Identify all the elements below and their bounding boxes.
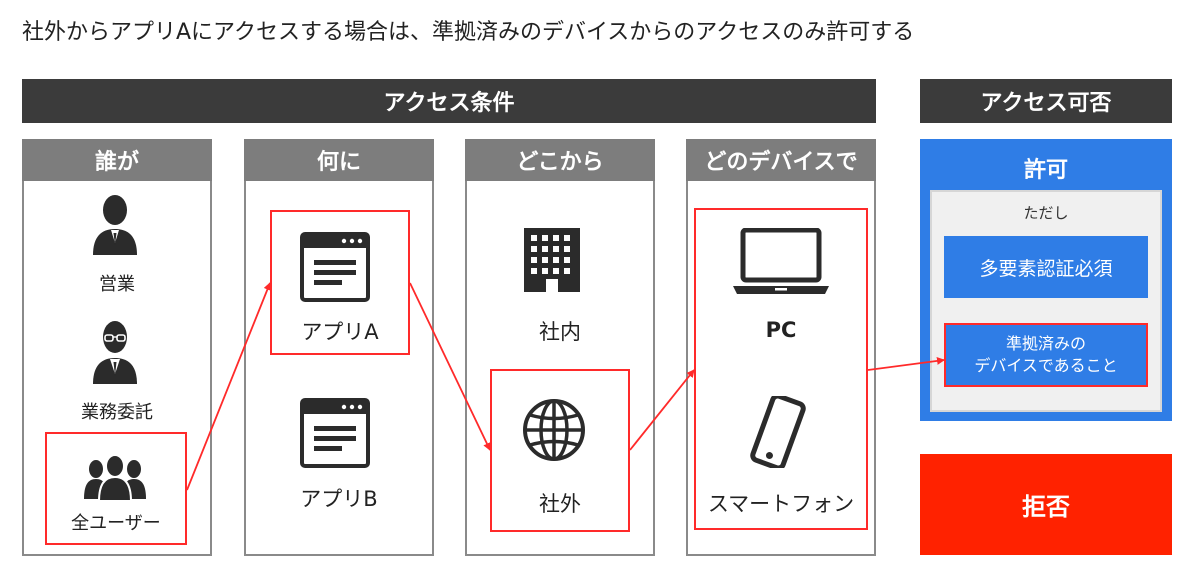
device-header: どのデバイスで bbox=[686, 139, 876, 181]
smartphone-icon bbox=[750, 396, 806, 468]
globe-icon bbox=[523, 399, 585, 461]
where-highlight-box bbox=[490, 369, 630, 532]
where-column bbox=[465, 139, 655, 556]
who-item-contractor: 業務委託 bbox=[81, 402, 153, 423]
group-icon bbox=[84, 455, 146, 501]
compliant-device-box: 準拠済みの デバイスであること bbox=[944, 323, 1148, 387]
what-header: 何に bbox=[244, 139, 434, 181]
who-item-sales: 営業 bbox=[99, 274, 135, 295]
where-item-inside: 社内 bbox=[539, 320, 581, 344]
allow-note: ただし bbox=[1023, 204, 1069, 222]
mfa-required-box: 多要素認証必須 bbox=[944, 236, 1148, 298]
result-header: アクセス可否 bbox=[920, 79, 1172, 123]
who-highlight-box bbox=[45, 432, 187, 545]
diagram-title: 社外からアプリAにアクセスする場合は、準拠済みのデバイスからのアクセスのみ許可す… bbox=[22, 20, 915, 45]
who-header: 誰が bbox=[22, 139, 212, 181]
app-window-icon bbox=[300, 398, 370, 468]
building-icon bbox=[524, 228, 580, 292]
deny-panel: 拒否 bbox=[920, 454, 1172, 555]
where-header: どこから bbox=[465, 139, 655, 181]
person-icon bbox=[93, 195, 137, 255]
laptop-icon bbox=[733, 228, 829, 294]
who-item-all-users: 全ユーザー bbox=[71, 513, 161, 534]
conditions-header: アクセス条件 bbox=[22, 79, 876, 123]
device-highlight-box bbox=[694, 208, 868, 530]
what-column bbox=[244, 139, 434, 556]
device-item-smartphone: スマートフォン bbox=[707, 492, 855, 516]
compliant-device-line1: 準拠済みの bbox=[1005, 334, 1086, 353]
app-window-icon bbox=[300, 232, 370, 302]
compliant-device-line2: デバイスであること bbox=[974, 356, 1118, 375]
allow-title: 許可 bbox=[1023, 158, 1068, 183]
where-item-outside: 社外 bbox=[539, 492, 581, 516]
person-glasses-icon bbox=[93, 321, 137, 384]
what-item-app-a: アプリA bbox=[301, 320, 379, 344]
device-item-pc: PC bbox=[765, 318, 797, 342]
what-item-app-b: アプリB bbox=[300, 487, 378, 511]
